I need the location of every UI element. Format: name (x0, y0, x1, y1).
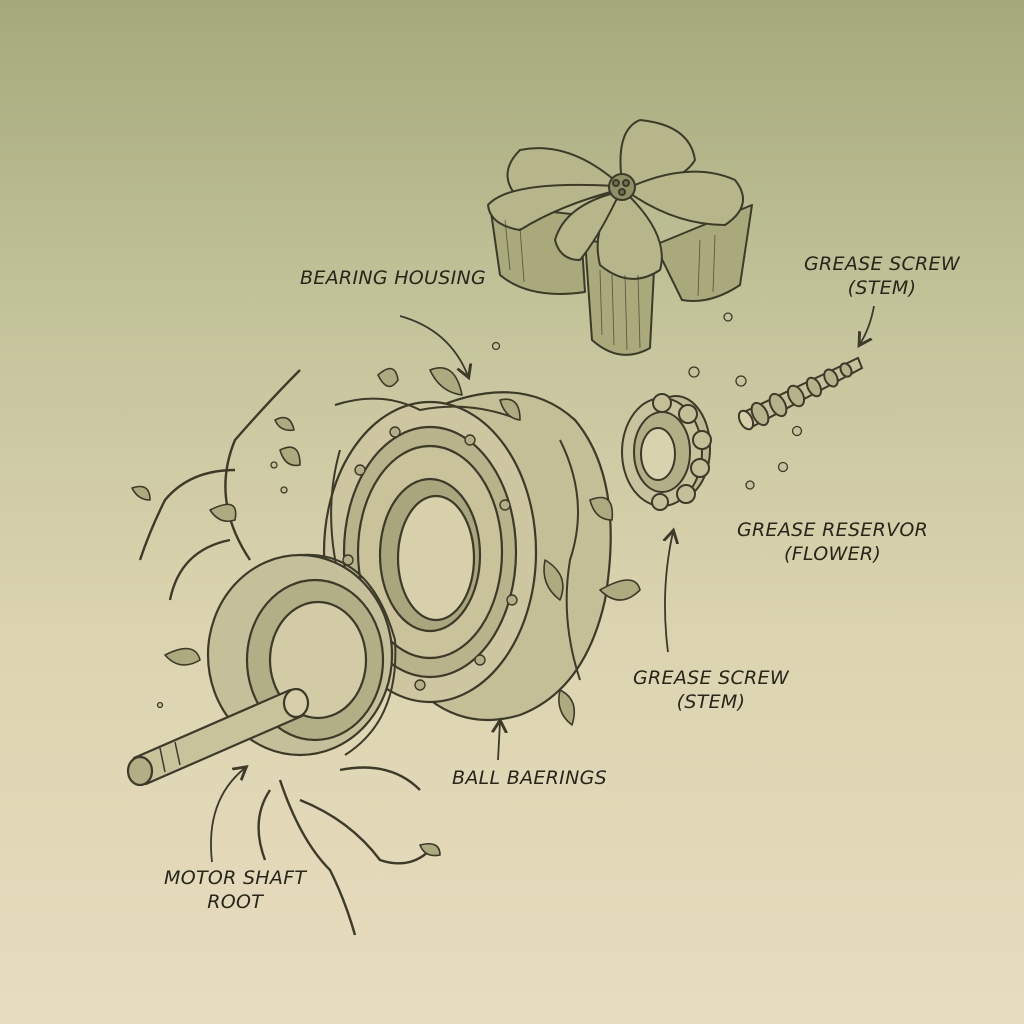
motor-shaft-root-illustration (126, 369, 441, 936)
label-grease-screw-mid: GREASE SCREW (STEM) (633, 666, 789, 714)
bearing-housing-illustration (322, 367, 641, 726)
label-grease-screw-top: GREASE SCREW (STEM) (804, 252, 960, 300)
label-motor-shaft-root: MOTOR SHAFT ROOT (164, 866, 306, 914)
label-grease-reservoir: GREASE RESERVOR (FLOWER) (737, 518, 928, 566)
grease-droplets (156, 312, 803, 709)
label-grease-screw-top-line2: (STEM) (847, 277, 917, 299)
arrow-grease-screw-top (860, 305, 875, 344)
leader-arrows (210, 305, 875, 863)
label-ball-bearings: BALL BAERINGS (452, 767, 607, 789)
label-grease-screw-mid-line2: (STEM) (676, 691, 746, 713)
arrow-bearing-housing (399, 315, 468, 376)
arrow-motor-shaft (210, 768, 245, 863)
arrow-ball-bearings (498, 722, 500, 761)
grease-screw-stem-illustration (737, 356, 864, 431)
label-grease-screw-top-line1: GREASE SCREW (804, 253, 960, 275)
label-motor-shaft-root-line2: ROOT (207, 891, 264, 913)
label-grease-screw-mid-line1: GREASE SCREW (633, 667, 789, 689)
label-bearing-housing: BEARING HOUSING (300, 267, 487, 289)
small-ball-bearing-illustration (621, 393, 712, 511)
label-grease-reservoir-line2: (FLOWER) (784, 543, 882, 565)
label-grease-reservoir-line1: GREASE RESERVOR (737, 519, 929, 541)
arrow-grease-screw-mid (665, 532, 673, 653)
flower-grease-reservoir-illustration (487, 119, 753, 356)
label-motor-shaft-root-line1: MOTOR SHAFT (164, 867, 307, 889)
